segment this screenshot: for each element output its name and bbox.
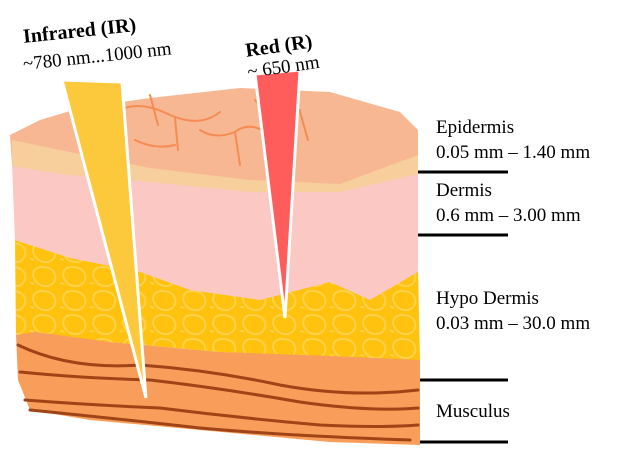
- dermis-label: Dermis: [436, 180, 492, 202]
- musculus-label: Musculus: [436, 401, 510, 423]
- hypodermis-label: Hypo Dermis: [436, 288, 539, 310]
- dermis-range: 0.6 mm – 3.00 mm: [436, 205, 581, 227]
- epidermis-range: 0.05 mm – 1.40 mm: [436, 142, 590, 164]
- hypodermis-range: 0.03 mm – 30.0 mm: [436, 313, 590, 335]
- epidermis-label: Epidermis: [436, 117, 514, 139]
